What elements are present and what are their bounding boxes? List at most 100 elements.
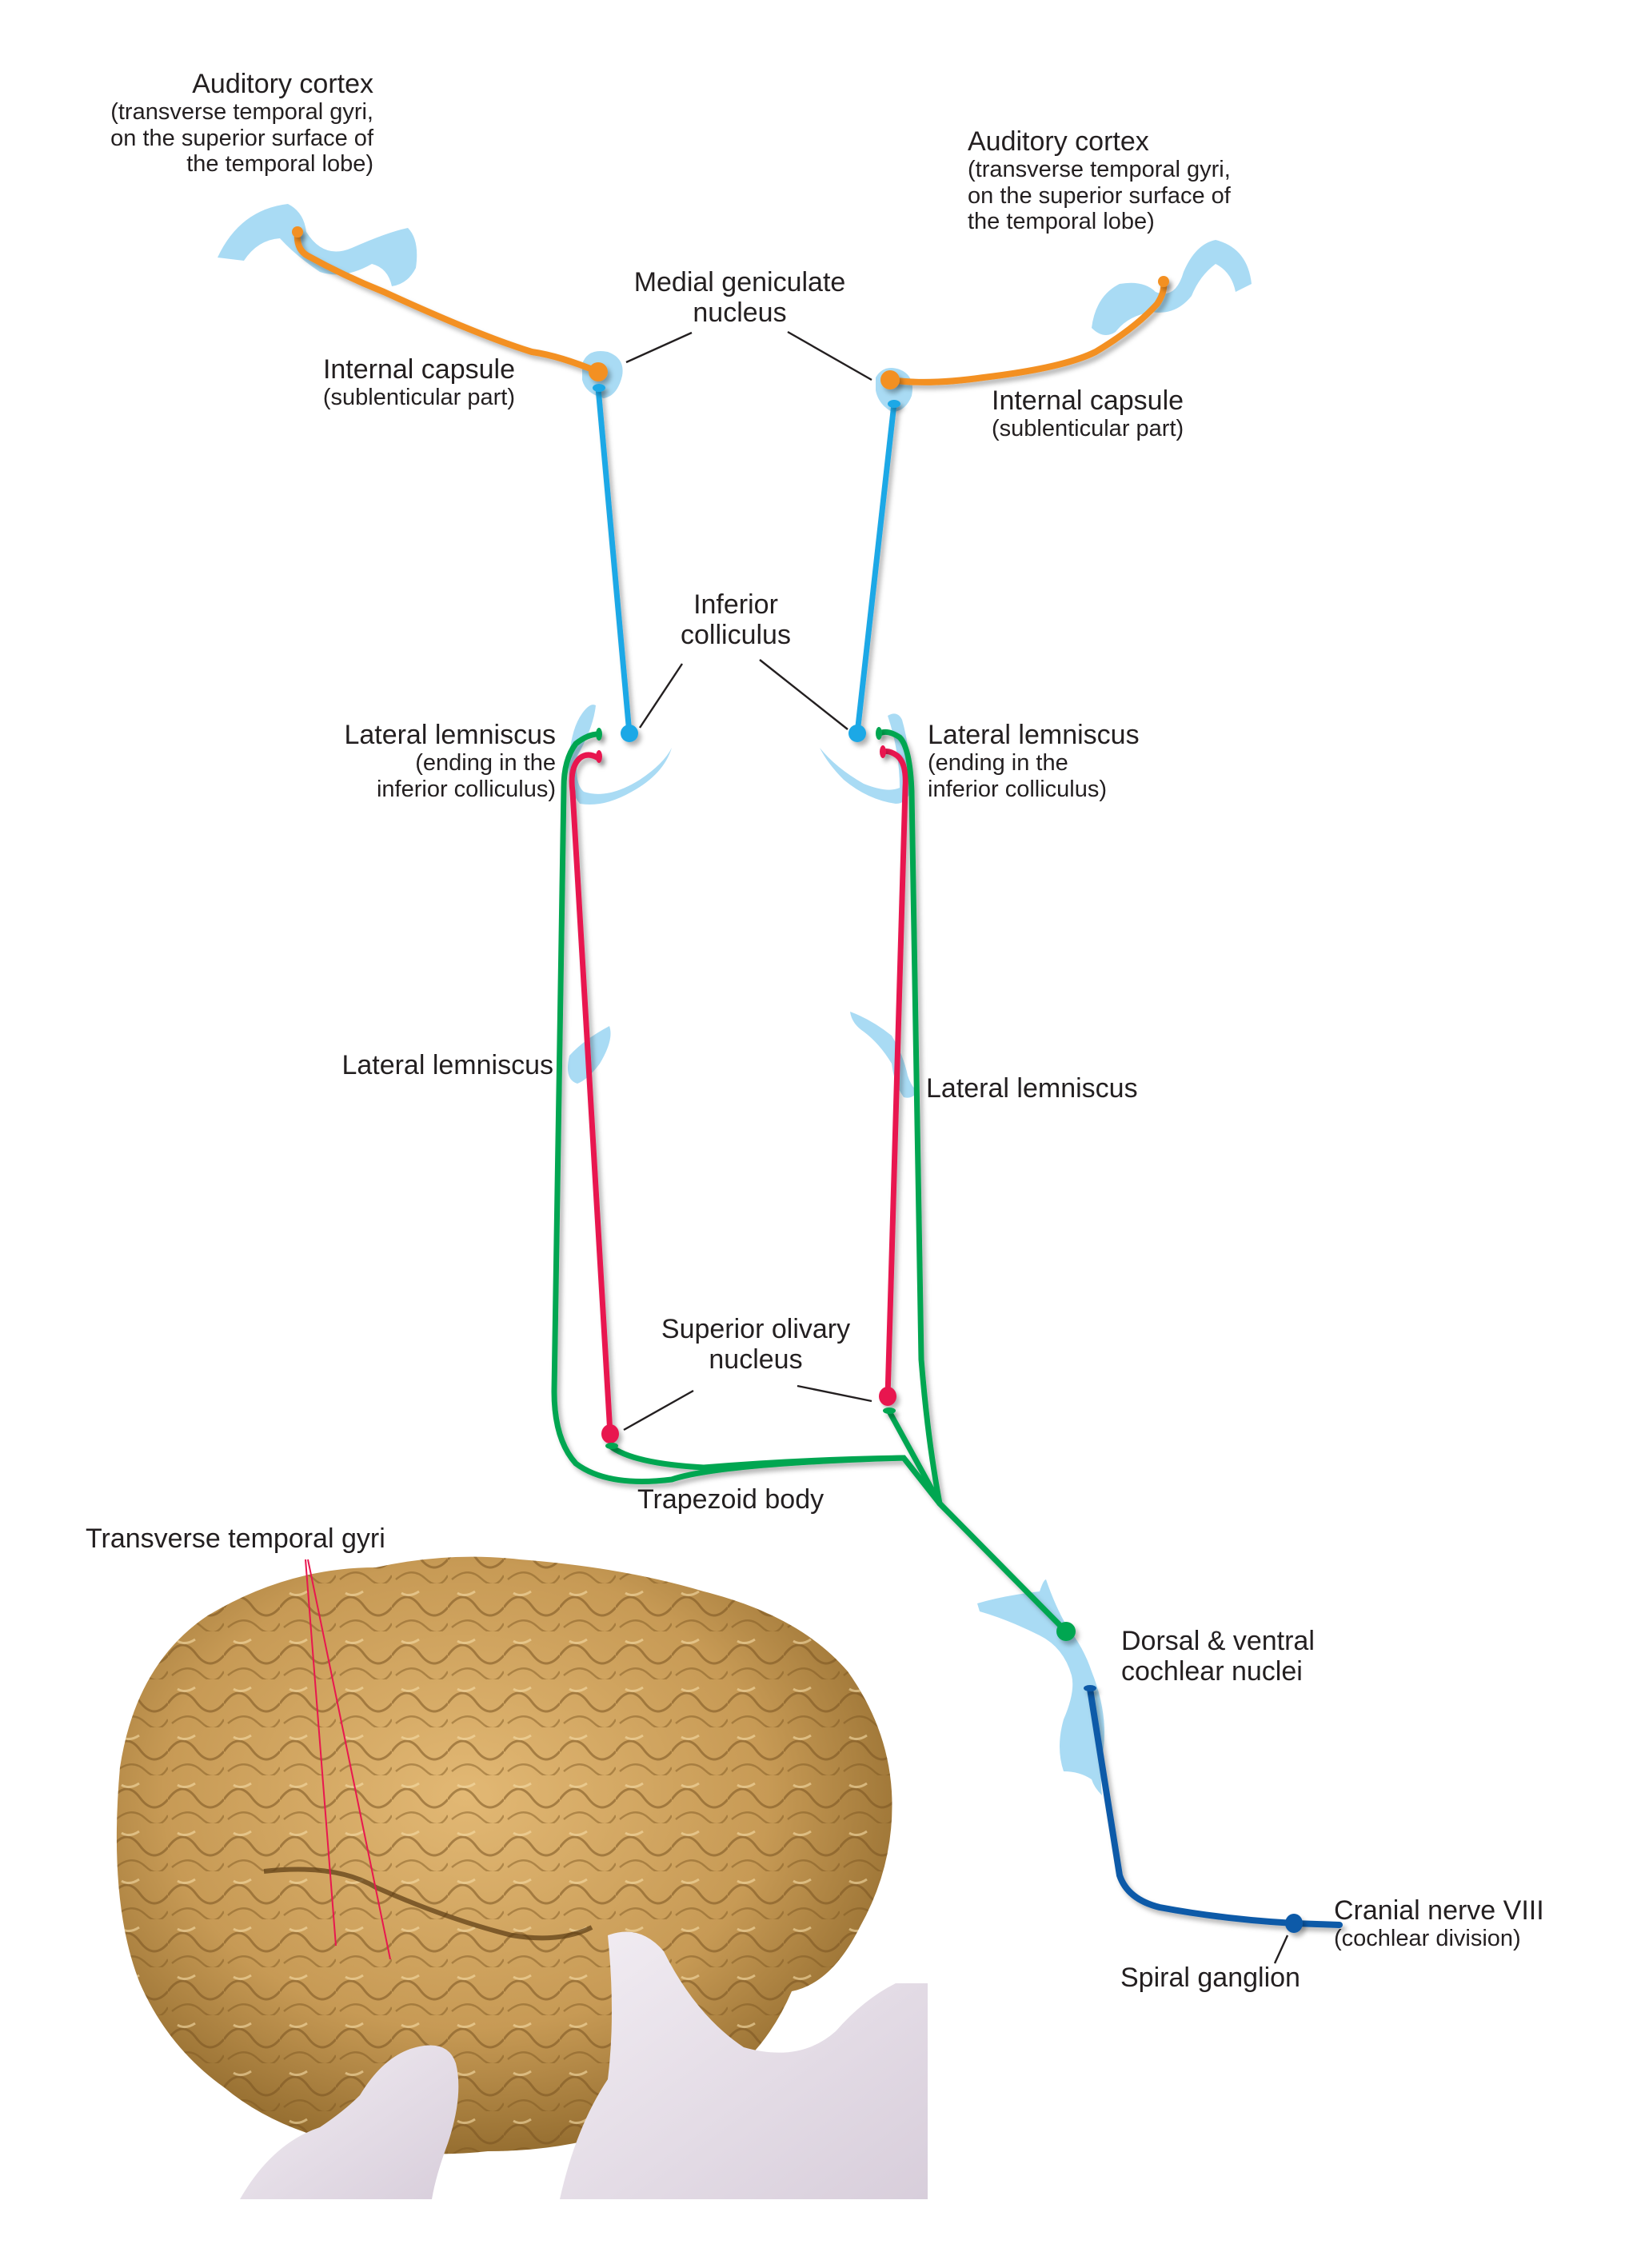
red-tract-right <box>880 749 908 1400</box>
auditory-cortex-region-right <box>1092 240 1252 335</box>
label-title: Lateral lemniscus <box>344 720 556 750</box>
nucleus-regions <box>218 204 1252 1795</box>
green-tract-trapezoid <box>607 1443 943 1507</box>
label-internal-capsule-left: Internal capsule (sublenticular part) <box>323 354 515 411</box>
label-lateral-lemniscus-ending-left: Lateral lemniscus (ending in the inferio… <box>344 720 556 802</box>
label-spiral-ganglion: Spiral ganglion <box>1120 1963 1300 1993</box>
label-lateral-lemniscus-right: Lateral lemniscus <box>926 1073 1138 1104</box>
label-cochlear-nuclei: Dorsal & ventral cochlear nuclei <box>1121 1626 1315 1687</box>
label-line: nucleus <box>693 297 787 329</box>
green-tract-right-so <box>886 1408 943 1507</box>
pathways <box>293 229 1343 1928</box>
label-inferior-colliculus: Inferior colliculus <box>640 589 832 650</box>
nodes <box>292 226 1303 1933</box>
node-ic-right <box>848 725 866 742</box>
lateral-lemniscus-region-right <box>850 1012 918 1098</box>
label-lateral-lemniscus-left: Lateral lemniscus <box>341 1050 553 1080</box>
label-transverse-temporal-gyri: Transverse temporal gyri <box>86 1523 385 1554</box>
label-title: Lateral lemniscus <box>928 720 1140 750</box>
leader-ic-left <box>638 663 684 729</box>
terminal-cochlear-nuclei <box>1084 1685 1096 1691</box>
label-line: (transverse temporal gyri, <box>110 99 373 126</box>
label-title: Auditory cortex <box>192 69 373 99</box>
label-line: inferior colliculus) <box>928 776 1108 802</box>
node-ic-left <box>621 725 638 742</box>
leader-mgn-right <box>787 330 872 381</box>
label-line: Superior olivary <box>661 1314 851 1344</box>
inferior-colliculus-region-left <box>569 705 672 805</box>
red-tract-left <box>569 752 613 1437</box>
green-tract-right <box>876 729 1069 1635</box>
label-internal-capsule-right: Internal capsule (sublenticular part) <box>992 385 1184 442</box>
photo-pointer-2 <box>307 1559 391 1960</box>
label-title: Trapezoid body <box>637 1484 824 1515</box>
label-line: colliculus <box>681 620 791 651</box>
node-cortex-left <box>292 226 303 238</box>
label-line: inferior colliculus) <box>376 776 556 802</box>
label-line: cochlear nuclei <box>1121 1656 1303 1687</box>
leader-so-right <box>797 1384 872 1403</box>
label-line: (ending in the <box>415 750 556 777</box>
lateral-sulcus <box>263 1867 593 1941</box>
terminal-so-left <box>605 1443 618 1449</box>
terminal-green-right <box>876 727 882 740</box>
cochlear-nuclei-region <box>977 1579 1104 1795</box>
label-line: the temporal lobe) <box>968 209 1155 235</box>
label-sub: (cochlear division) <box>1334 1926 1521 1952</box>
label-title: Auditory cortex <box>968 126 1149 157</box>
leader-mgn-left <box>625 331 693 364</box>
label-title: Transverse temporal gyri <box>86 1523 385 1554</box>
label-auditory-cortex-left: Auditory cortex (transverse temporal gyr… <box>110 69 373 177</box>
node-spiral-ganglion <box>1285 1914 1303 1933</box>
glove-fingers-left <box>240 2045 459 2199</box>
label-line: on the superior surface of <box>110 125 373 151</box>
label-title: Lateral lemniscus <box>341 1050 553 1080</box>
leader-so-left <box>623 1389 694 1431</box>
label-line: Dorsal & ventral <box>1121 1626 1315 1656</box>
label-line: Medial geniculate <box>633 267 846 297</box>
label-superior-olivary: Superior olivary nucleus <box>640 1314 872 1375</box>
node-so-right <box>879 1387 896 1406</box>
brain-gyri-texture <box>116 1556 892 2154</box>
label-title: Cranial nerve VIII <box>1334 1895 1544 1926</box>
auditory-cortex-region-left <box>218 204 417 286</box>
label-trapezoid-body: Trapezoid body <box>637 1484 824 1515</box>
brain-photo <box>116 1556 928 2199</box>
label-title: Lateral lemniscus <box>926 1073 1138 1104</box>
orange-tract-right <box>887 278 1168 385</box>
label-line: Inferior <box>693 589 778 620</box>
label-title: Internal capsule <box>322 354 515 385</box>
leader-ic-right <box>759 659 848 730</box>
label-line: nucleus <box>709 1344 803 1376</box>
label-medial-geniculate: Medial geniculate nucleus <box>616 267 864 328</box>
label-cranial-nerve-viii: Cranial nerve VIII (cochlear division) <box>1334 1895 1544 1952</box>
lightblue-tract-left <box>595 385 633 737</box>
label-line: on the superior surface of <box>968 182 1231 209</box>
terminal-red-right <box>880 745 886 758</box>
label-line: the temporal lobe) <box>186 151 373 178</box>
terminal-green-left <box>596 728 602 741</box>
photo-pointer-1 <box>305 1559 337 1947</box>
darkblue-tract <box>1087 1686 1343 1928</box>
label-auditory-cortex-right: Auditory cortex (transverse temporal gyr… <box>968 126 1231 234</box>
node-cochlear-nuclei <box>1056 1622 1076 1641</box>
label-sub: (sublenticular part) <box>992 416 1184 442</box>
label-title: Spiral ganglion <box>1120 1963 1300 1993</box>
label-title: Internal capsule <box>992 385 1184 416</box>
leader-lines <box>623 330 1289 1964</box>
label-lateral-lemniscus-ending-right: Lateral lemniscus (ending in the inferio… <box>928 720 1140 802</box>
terminal-so-right <box>883 1408 896 1414</box>
label-line: (ending in the <box>928 750 1068 777</box>
node-mgn-left <box>589 362 608 381</box>
label-sub: (sublenticular part) <box>322 385 515 411</box>
orange-tract-left <box>293 229 601 375</box>
node-mgn-right <box>880 370 900 389</box>
node-cortex-right <box>1158 276 1169 287</box>
terminal-mgn-left <box>593 384 605 392</box>
terminal-red-left <box>596 750 602 763</box>
node-so-left <box>601 1424 619 1443</box>
lightblue-tract-right <box>854 401 897 737</box>
glove-thumb-right <box>560 1931 928 2199</box>
leader-spiral-ganglion <box>1273 1935 1289 1964</box>
